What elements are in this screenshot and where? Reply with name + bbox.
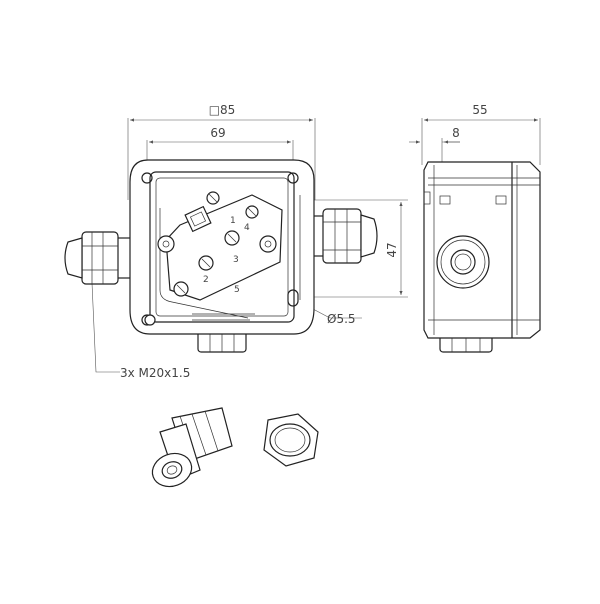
side-gland-front [436,235,490,289]
terminal-label-1: 1 [230,216,236,226]
dimension-width-total: □85 [127,103,316,200]
terminal-label-2: 2 [203,275,209,285]
terminal-label-5: 5 [234,285,240,295]
dim-depth-total-label: 55 [472,103,487,117]
terminal-label-3: 3 [233,255,239,265]
side-view [423,161,541,353]
terminal-label-4: 4 [244,223,250,233]
loose-cable-gland [151,407,233,488]
dim-lid-depth-label: 8 [452,126,460,140]
dim-width-total-label: □85 [209,103,236,117]
right-cable-gland [309,208,378,264]
dimension-lid-depth: 8 [409,126,460,165]
front-view: 1 4 3 2 5 [64,159,378,353]
left-cable-gland [64,231,132,285]
dimension-hole-spacing-v: 47 [300,199,408,298]
dim-hole-diameter-label: Ø5.5 [327,312,356,326]
loose-hex-nut [263,413,319,467]
dimension-depth-total: 55 [421,103,541,165]
earth-screws [157,235,277,253]
gland-callout-label: 3x M20x1.5 [120,366,190,380]
dim-hole-spacing-v-label: 47 [385,242,399,257]
dim-hole-spacing-h-label: 69 [210,126,225,140]
terminal-block: 1 4 3 2 5 [165,191,283,301]
